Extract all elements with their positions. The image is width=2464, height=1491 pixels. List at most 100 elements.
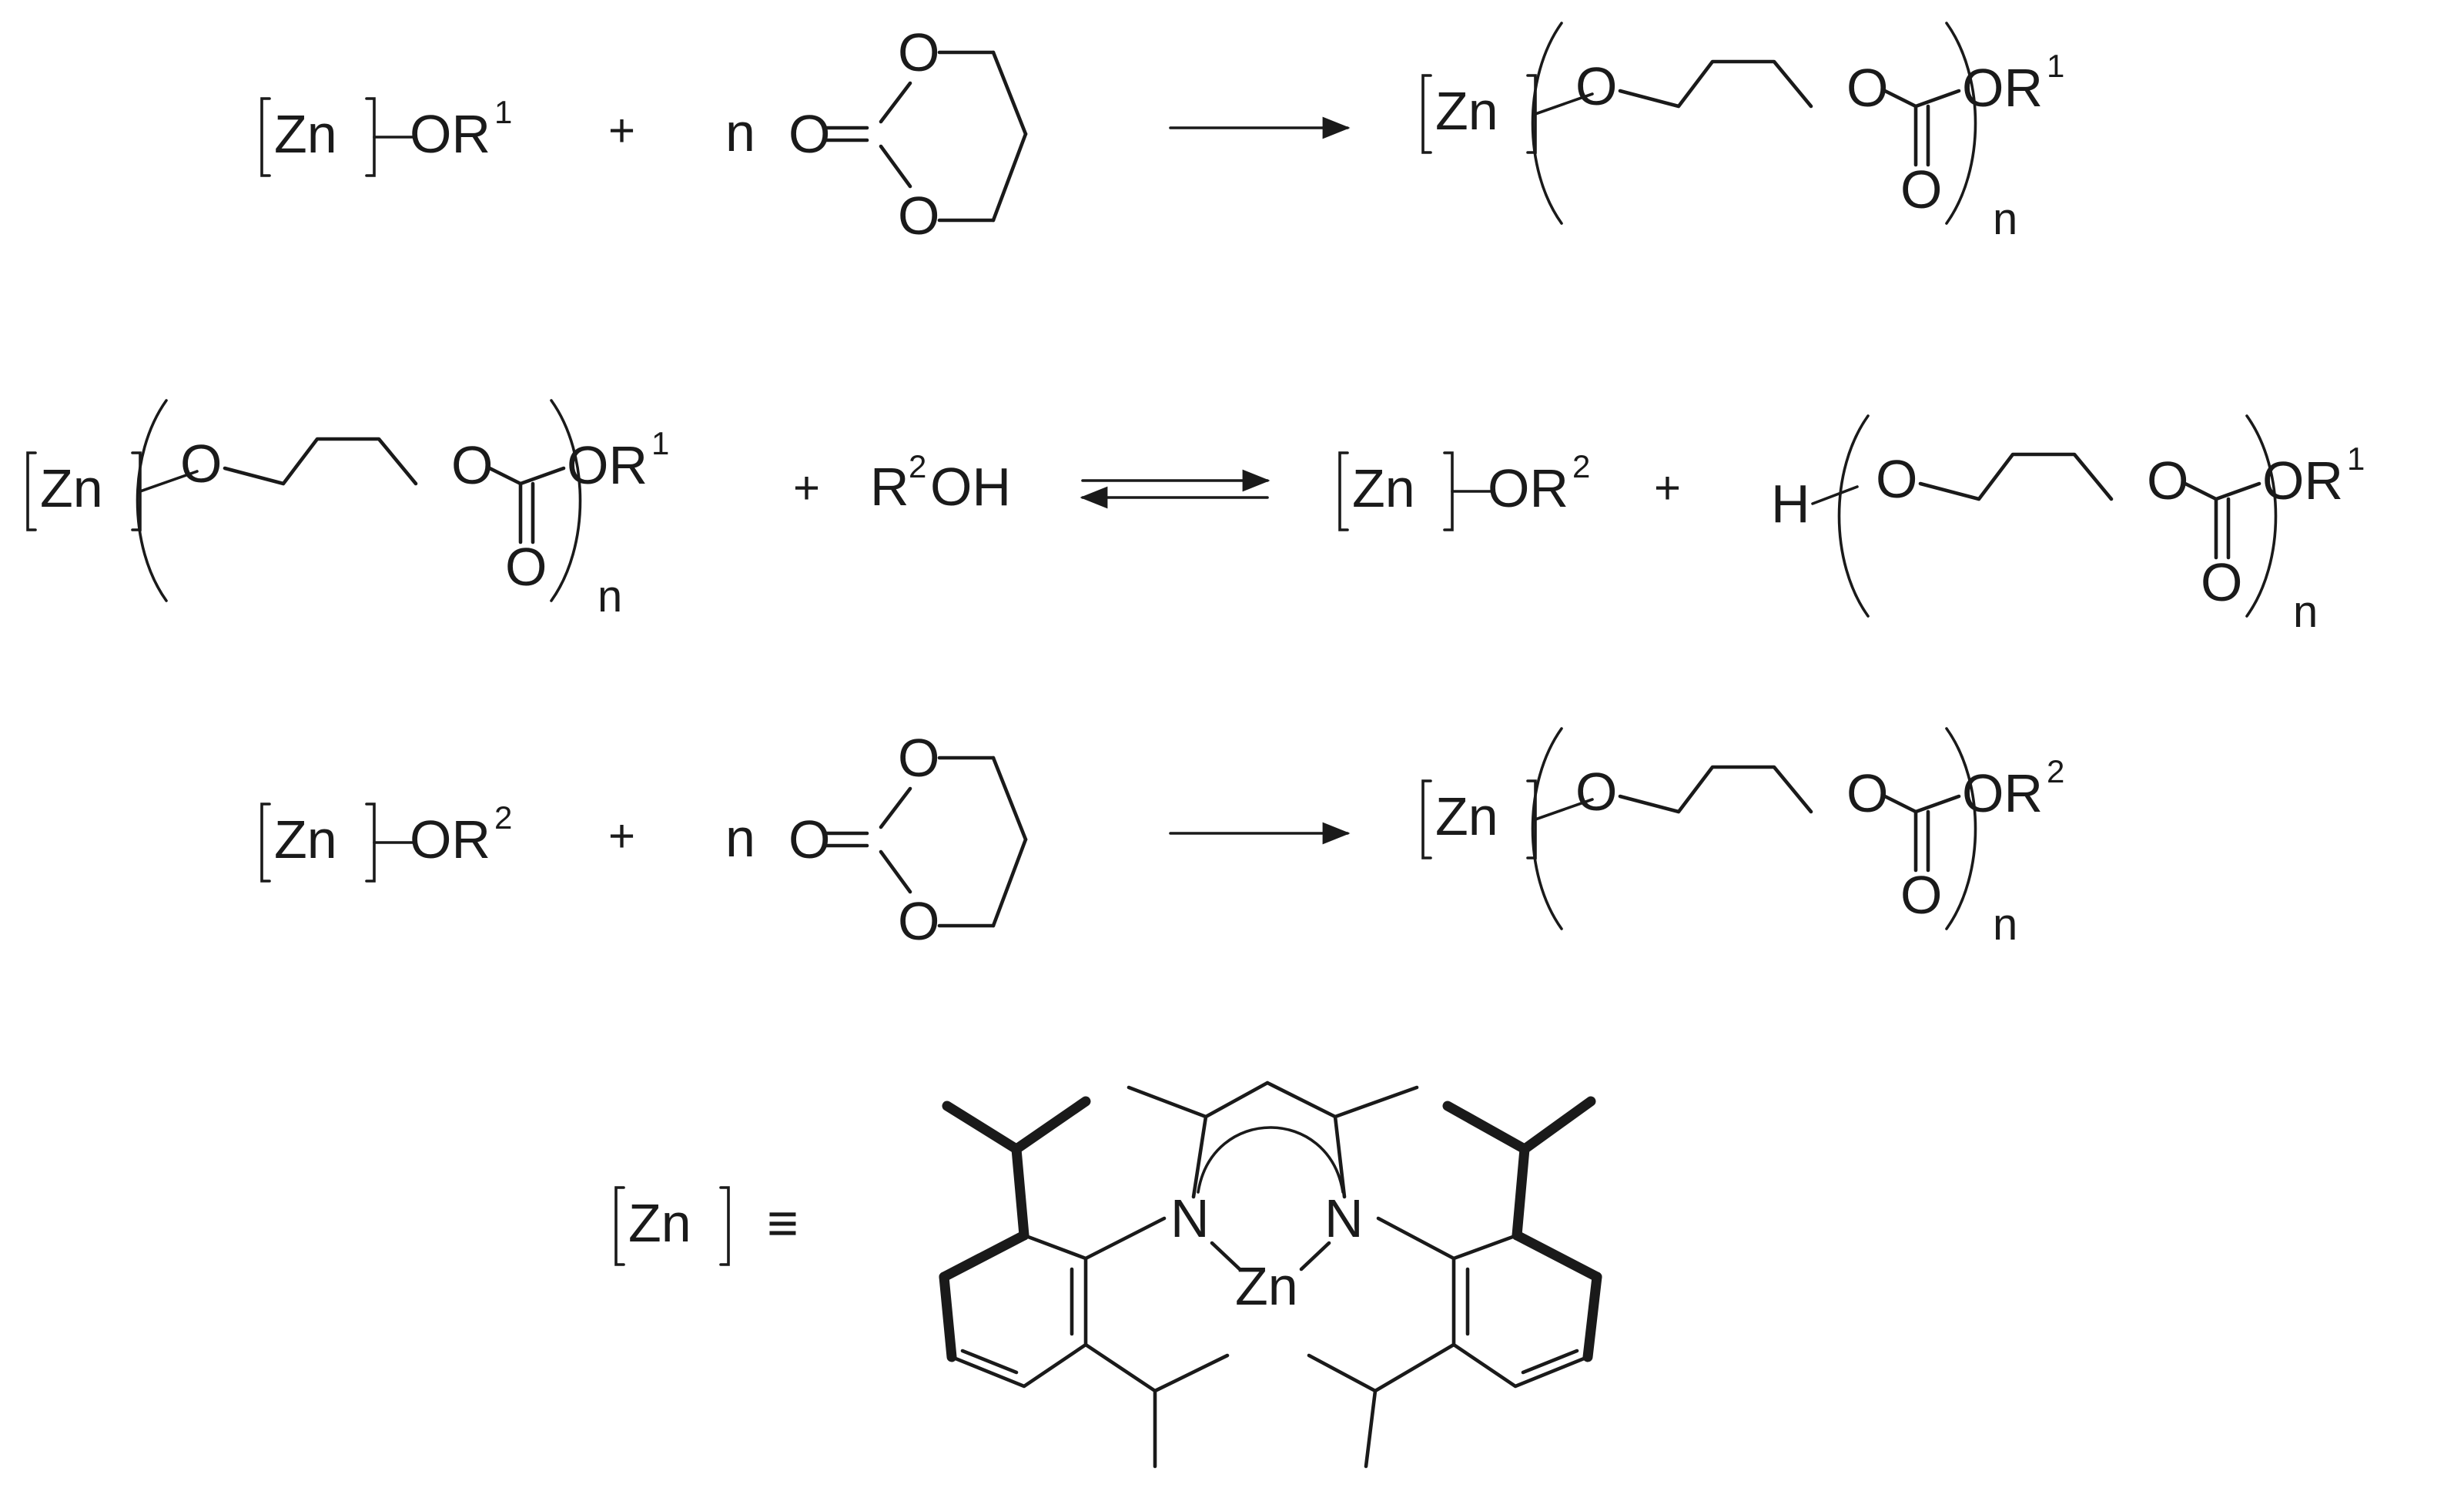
ipr-methyl [1519, 1096, 1596, 1154]
n-subscript: n [598, 571, 622, 622]
or-end-label: OR [567, 435, 648, 495]
h-label: H [1771, 474, 1810, 534]
open-paren [1837, 414, 1870, 618]
n-left-label: N [1170, 1188, 1210, 1248]
tmc-monomer-1: O O O [788, 22, 1026, 246]
c-n-left [1191, 1114, 1208, 1199]
n-coefficient: n [725, 102, 755, 163]
zn-label: Zn [274, 809, 337, 869]
r2-superscript: 2 [1572, 448, 1590, 484]
ring-wedge [1512, 1230, 1602, 1282]
open-paren [136, 399, 168, 602]
zn-label: Zn [274, 104, 337, 164]
aryl-wedge-left [939, 1272, 957, 1362]
zn-o-bond [139, 470, 199, 493]
c-o-bond [518, 466, 566, 486]
r2-superscript: 2 [2047, 753, 2064, 789]
ipr-methyl [1153, 1353, 1230, 1393]
o-label: O [1846, 58, 1888, 118]
or-label: OR [1488, 458, 1568, 518]
plus-sign: + [608, 105, 635, 156]
carbonyl-o-label: O [788, 104, 830, 164]
h-o-bond [1811, 485, 1859, 505]
carbonyl-o-label: O [505, 537, 547, 597]
or-end-label: OR [2262, 451, 2343, 511]
aryl-wedge-right [1582, 1272, 1602, 1362]
c-n-right [1333, 1114, 1347, 1199]
ipr-bond [1373, 1342, 1456, 1393]
ring-o-bottom-label: O [898, 891, 939, 951]
o-label: O [1575, 56, 1617, 116]
close-paren [1945, 727, 1977, 930]
delocalization-arc [1197, 1126, 1344, 1194]
ipr-methyl [1364, 1389, 1378, 1469]
n-aryl-left [1083, 1216, 1167, 1261]
reaction-2: Zn O O O n OR 1 + R 2 OH [26, 399, 2365, 637]
open-paren [1531, 727, 1563, 930]
o-c-bond [1883, 794, 1918, 814]
o-label: O [451, 435, 493, 495]
close-paren [550, 399, 582, 602]
carbonyl-o-label: O [1900, 159, 1942, 219]
propane-chain [1918, 452, 2114, 501]
or-end-label: OR [1962, 763, 2043, 823]
ipr-methyl [942, 1101, 1022, 1154]
n-coefficient: n [725, 808, 755, 868]
ipr-methyl [1011, 1096, 1091, 1154]
o-label: O [180, 434, 222, 494]
plus-sign: + [793, 462, 820, 514]
open-paren [1531, 22, 1563, 225]
or-label: OR [410, 104, 490, 164]
r-label: R [870, 457, 909, 517]
c-o-bond [1913, 89, 1961, 109]
product-zn-polycarbonate-1: Zn O O O n OR 1 [1421, 22, 2064, 244]
bdi-zinc-complex: N N Zn [939, 1081, 1602, 1469]
zn-label: Zn [1435, 81, 1498, 141]
aryl-ring-left [942, 1233, 1088, 1389]
zn-o-bond [1534, 798, 1594, 821]
zn-label: Zn [1435, 786, 1498, 846]
o-label: O [1575, 762, 1617, 822]
carbonyl-o-label: O [1900, 865, 1942, 925]
n-zn-bond [1299, 1241, 1331, 1272]
reactant-zn-alkoxide-2: Zn OR 2 [260, 799, 512, 883]
propane-chain [1618, 59, 1813, 109]
n-aryl-right [1376, 1216, 1456, 1261]
carbonyl-o-label: O [2201, 552, 2242, 612]
r2-superscript: 2 [909, 448, 926, 484]
ring-wedge [939, 1230, 1029, 1282]
ipr-bond [1512, 1144, 1530, 1241]
ipr-methyl [1307, 1353, 1378, 1393]
o-label: O [1846, 763, 1888, 823]
propane-chain [223, 437, 418, 486]
zn-label: Zn [40, 458, 103, 518]
n-subscript: n [2293, 587, 2318, 637]
alcohol-r2oh: R 2 OH [870, 448, 1011, 517]
equilibrium-arrows [1080, 469, 1270, 509]
ipr-bond [1083, 1342, 1157, 1393]
zn-symbol: Zn [614, 1186, 730, 1266]
ipr-methyl [1442, 1101, 1530, 1154]
carbonyl-o-label: O [788, 809, 830, 869]
n-subscript: n [1993, 900, 2017, 950]
n-subscript: n [1993, 194, 2017, 244]
o-label: O [1876, 449, 1917, 509]
or-label: OR [410, 809, 490, 869]
zn-o-bond [1534, 92, 1594, 116]
aryl-inner-bond [960, 1349, 1019, 1375]
o-c-bond [2183, 481, 2218, 501]
reaction-3: Zn OR 2 + n O O O Zn O O O [260, 727, 2064, 951]
o-c-bond [1883, 89, 1918, 109]
r2-superscript: 2 [494, 799, 512, 836]
zn-center-label: Zn [1235, 1256, 1298, 1316]
aryl-inner-bond [1521, 1349, 1579, 1375]
backbone-bond [1265, 1081, 1337, 1119]
n-right-label: N [1324, 1188, 1364, 1248]
plus-sign: + [608, 810, 635, 862]
close-paren [1945, 22, 1977, 225]
r1-superscript: 1 [651, 425, 669, 461]
product-zn-polycarbonate-2: Zn O O O n OR 2 [1421, 727, 2064, 950]
catalyst-definition: Zn ≡ N N Zn [614, 1081, 1602, 1469]
ring-o-top-label: O [898, 22, 939, 82]
o-label: O [2147, 451, 2188, 511]
